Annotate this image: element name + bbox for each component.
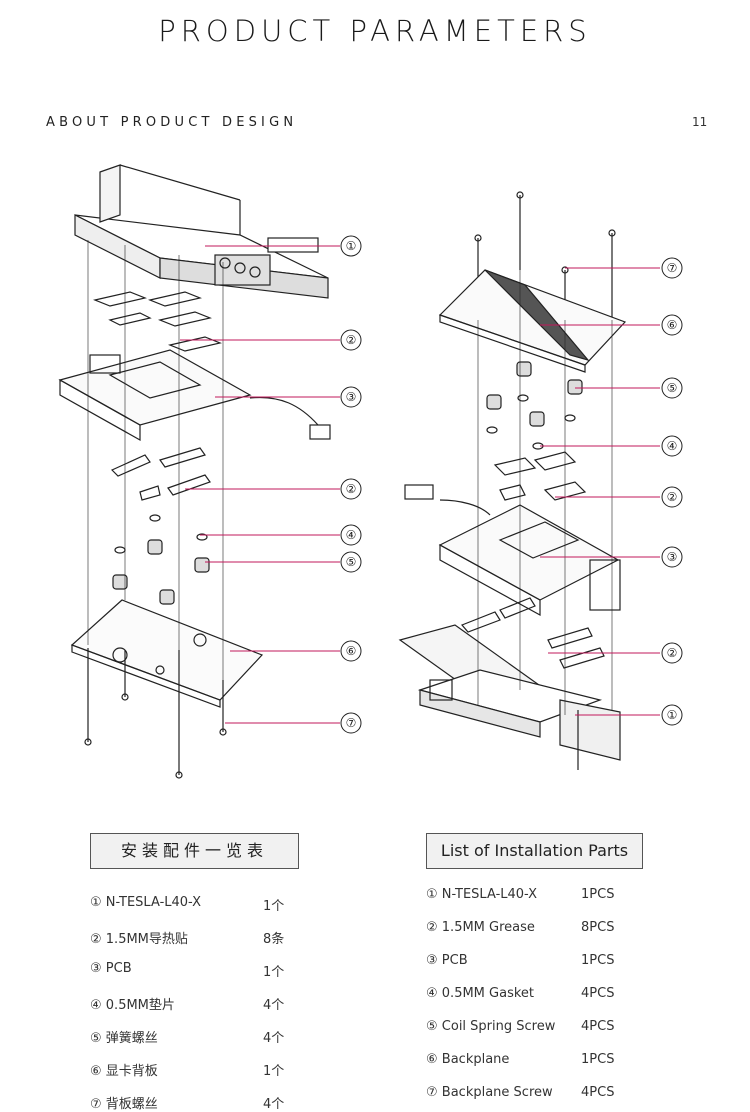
callout-left-6: ⑤ bbox=[346, 555, 357, 569]
parts-cn-qty-3: 1个 bbox=[263, 965, 285, 980]
parts-cn-qty-4: 4个 bbox=[263, 998, 285, 1013]
parts-en-item-4: ④ 0.5MM Gasket bbox=[426, 986, 534, 1001]
parts-cn-item-2: ② 1.5MM导热贴 bbox=[90, 932, 188, 947]
callout-left-5: ④ bbox=[346, 528, 357, 542]
parts-en-item-6: ⑥ Backplane bbox=[426, 1052, 510, 1067]
callout-right-3: ⑤ bbox=[667, 381, 678, 395]
parts-en-item-3: ③ PCB bbox=[426, 953, 468, 968]
parts-list-en-title: List of Installation Parts bbox=[426, 833, 643, 869]
callout-right-1: ⑦ bbox=[667, 261, 678, 275]
callout-left-1: ① bbox=[346, 239, 357, 253]
parts-cn-qty-2: 8条 bbox=[263, 932, 285, 947]
section-subtitle: ABOUT PRODUCT DESIGN bbox=[46, 115, 298, 130]
parts-cn-item-7: ⑦ 背板螺丝 bbox=[90, 1097, 158, 1112]
callout-left-4: ② bbox=[346, 482, 357, 496]
parts-en-qty-1: 1PCS bbox=[581, 887, 615, 902]
parts-cn-item-4: ④ 0.5MM垫片 bbox=[90, 998, 175, 1013]
page-title: PRODUCT PARAMETERS bbox=[158, 14, 592, 48]
callout-left-3: ③ bbox=[346, 390, 357, 404]
parts-list-cn-title: 安装配件一览表 bbox=[90, 833, 299, 869]
parts-en-item-1: ① N-TESLA-L40-X bbox=[426, 887, 537, 902]
parts-en-item-7: ⑦ Backplane Screw bbox=[426, 1085, 553, 1100]
callout-left-7: ⑥ bbox=[346, 644, 357, 658]
parts-cn-qty-6: 1个 bbox=[263, 1064, 285, 1079]
page-number: 11 bbox=[692, 115, 708, 129]
parts-cn-qty-1: 1个 bbox=[263, 899, 285, 914]
parts-en-qty-4: 4PCS bbox=[581, 986, 615, 1001]
exploded-view-diagram: ① ② ③ ② ④ ⑤ ⑥ ⑦ ⑦ ⑥ ⑤ ④ ② ③ ② ① bbox=[58, 164, 683, 779]
parts-en-qty-5: 4PCS bbox=[581, 1019, 615, 1034]
callout-right-6: ③ bbox=[667, 550, 678, 564]
parts-cn-item-1: ① N-TESLA-L40-X bbox=[90, 895, 201, 910]
callout-right-8: ① bbox=[667, 708, 678, 722]
parts-en-item-2: ② 1.5MM Grease bbox=[426, 920, 535, 935]
callout-left-8: ⑦ bbox=[346, 716, 357, 730]
parts-en-item-5: ⑤ Coil Spring Screw bbox=[426, 1019, 556, 1034]
parts-en-qty-2: 8PCS bbox=[581, 920, 615, 935]
parts-en-qty-6: 1PCS bbox=[581, 1052, 615, 1067]
callout-right-4: ④ bbox=[667, 439, 678, 453]
callout-right-5: ② bbox=[667, 490, 678, 504]
parts-en-qty-7: 4PCS bbox=[581, 1085, 615, 1100]
callout-left-2: ② bbox=[346, 333, 357, 347]
callout-right-7: ② bbox=[667, 646, 678, 660]
parts-cn-qty-5: 4个 bbox=[263, 1031, 285, 1046]
parts-en-qty-3: 1PCS bbox=[581, 953, 615, 968]
parts-cn-item-5: ⑤ 弹簧螺丝 bbox=[90, 1031, 158, 1046]
callout-right-2: ⑥ bbox=[667, 318, 678, 332]
parts-cn-qty-7: 4个 bbox=[263, 1097, 285, 1112]
parts-cn-item-6: ⑥ 显卡背板 bbox=[90, 1064, 158, 1079]
parts-cn-item-3: ③ PCB bbox=[90, 961, 132, 976]
